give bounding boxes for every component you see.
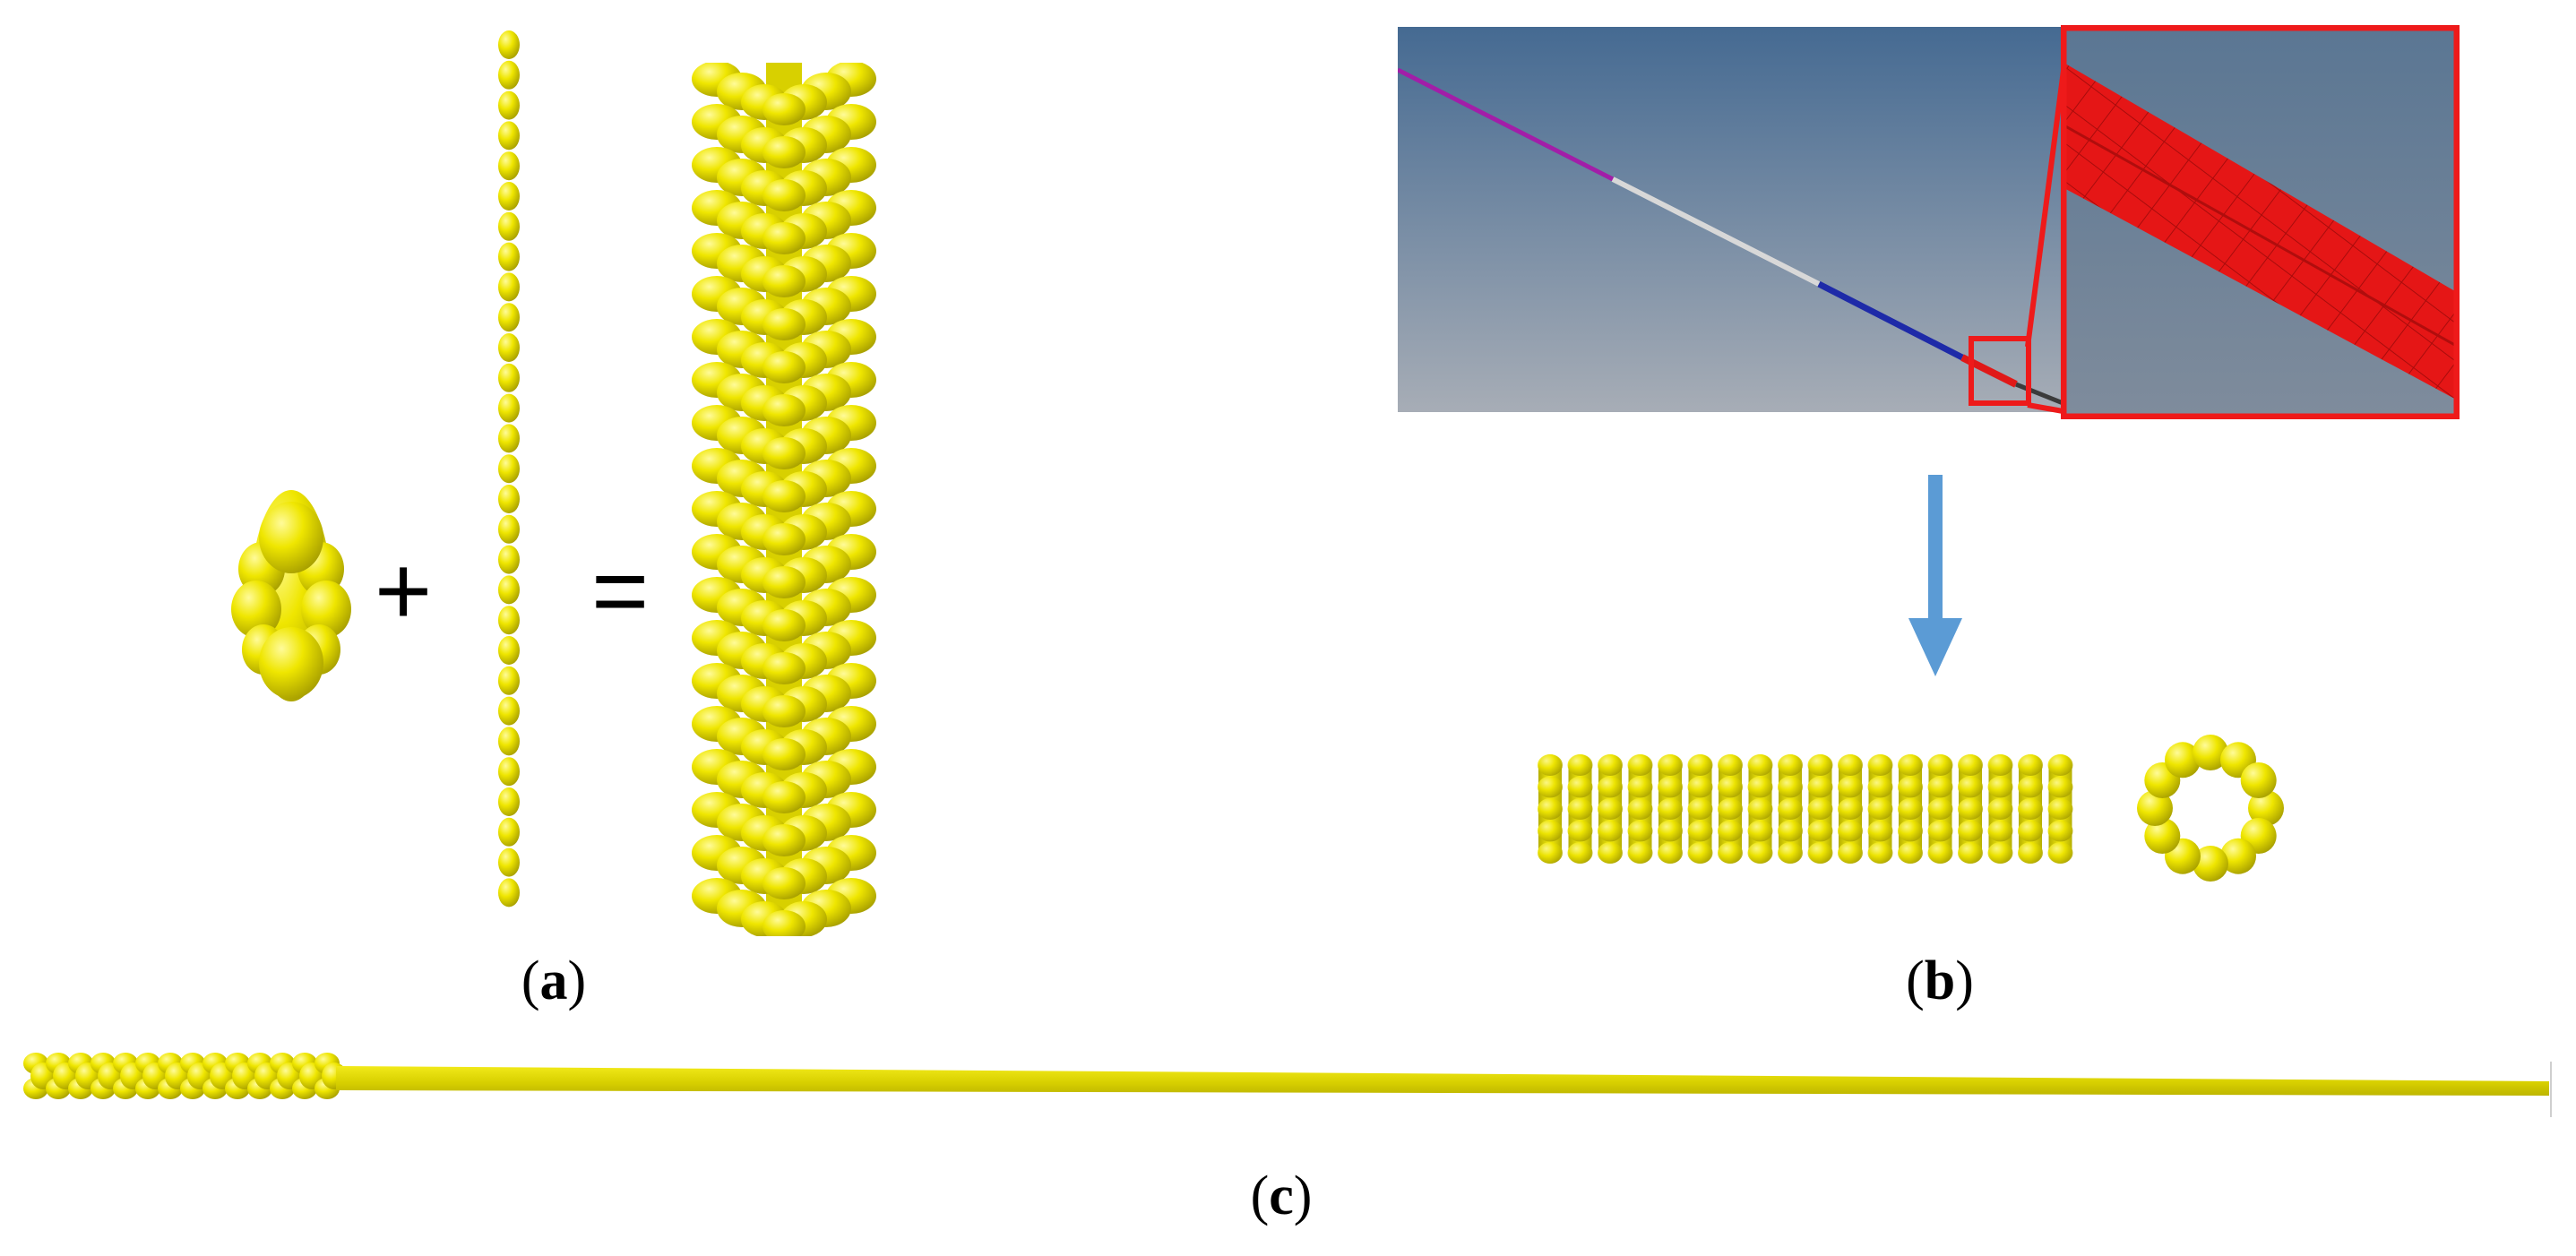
fiber-body <box>336 1066 2549 1096</box>
chain-bead <box>498 817 520 847</box>
ring-bead <box>2248 790 2284 826</box>
chain-bead <box>498 545 520 574</box>
bead-ring-side <box>1718 754 1743 864</box>
equals-sign: = <box>591 536 650 646</box>
bead-ring-side <box>1927 754 1953 864</box>
bead-ring-side <box>1687 754 1713 864</box>
fiber-layer <box>692 448 876 512</box>
fiber-layer <box>692 319 876 383</box>
bead-ring-side <box>1807 754 1833 864</box>
bead-ring-side <box>1567 754 1593 864</box>
fiber-layer <box>692 104 876 168</box>
fiber-layer <box>692 63 876 125</box>
chain-bead <box>498 757 520 787</box>
chain-bead <box>498 333 520 362</box>
chain-bead <box>498 606 520 635</box>
zoom-inset <box>2061 25 2460 419</box>
chain-bead <box>498 514 520 544</box>
panel-c: (c) <box>0 1030 2576 1256</box>
fiber-layer <box>692 749 876 813</box>
fiber-layer <box>692 362 876 426</box>
chain-bead <box>498 90 520 120</box>
bead-ring-side <box>1538 754 1563 864</box>
chain-bead <box>498 363 520 392</box>
ring-bead <box>2165 742 2201 779</box>
bead-ring-side <box>1867 754 1893 864</box>
bead-ring-side <box>1658 754 1683 864</box>
fiber-layer <box>692 663 876 727</box>
chain-bead <box>498 393 520 423</box>
bead-ring-top-view <box>2137 735 2284 882</box>
panel-a: + = (a) <box>0 0 986 1030</box>
chain-bead <box>498 485 520 513</box>
bead-ring-side <box>1838 754 1863 864</box>
fiber-layer <box>692 706 876 770</box>
fiber-layer <box>692 878 876 936</box>
chain-bead <box>498 787 520 816</box>
chain-bead <box>498 272 520 302</box>
fiber-layer <box>692 147 876 211</box>
down-arrow-icon <box>1908 475 1962 676</box>
chain-bead <box>498 666 520 695</box>
bead-ring-side <box>1958 754 1983 864</box>
ring-bead <box>2240 762 2277 798</box>
bead-ring-side <box>1778 754 1803 864</box>
bead-ring-side <box>2018 754 2043 864</box>
chain-bead <box>498 151 520 181</box>
chain-bead <box>498 211 520 241</box>
bead-ring-side <box>1598 754 1623 864</box>
fiber-head-layer <box>90 1053 123 1099</box>
fiber-layer <box>692 190 876 254</box>
chain-bead <box>498 303 520 332</box>
zoom-region-box <box>1969 336 2031 406</box>
ring-bead <box>2144 818 2181 854</box>
long-fiber <box>23 1053 2552 1117</box>
ring-bead <box>2193 735 2228 770</box>
bead-ring-side <box>2047 754 2073 864</box>
chain-bead <box>498 121 520 151</box>
fiber-layer <box>692 577 876 641</box>
caption-c: (c) <box>1250 1166 1313 1226</box>
chain-bead <box>498 242 520 271</box>
bead-cluster <box>231 490 351 701</box>
ring-bead <box>2193 846 2228 882</box>
chain-bead <box>498 454 520 484</box>
bead-ring-side <box>1987 754 2013 864</box>
chain-bead <box>498 847 520 877</box>
fiber-layer <box>692 405 876 469</box>
fiber-layer <box>692 276 876 340</box>
chain-bead <box>498 575 520 605</box>
bead-ring-side <box>1747 754 1773 864</box>
fiber-layer <box>692 620 876 684</box>
bead-chain <box>498 30 520 908</box>
ring-bead <box>2137 790 2173 826</box>
caption-b: (b) <box>1906 951 1974 1011</box>
assembled-fiber <box>692 63 876 936</box>
fiber-layer <box>692 233 876 297</box>
ring-bead <box>2220 838 2256 874</box>
chain-bead <box>498 878 520 908</box>
chain-bead <box>498 696 520 726</box>
fiber-layer <box>692 534 876 598</box>
chain-bead <box>498 424 520 453</box>
fiber-layer <box>692 835 876 899</box>
bead-ring-side <box>1627 754 1653 864</box>
caption-a: (a) <box>521 951 587 1011</box>
chain-bead <box>498 60 520 90</box>
panel-b: (b) <box>1344 0 2576 1030</box>
chain-bead <box>498 30 520 59</box>
chain-bead <box>498 636 520 665</box>
plus-sign: + <box>375 536 433 646</box>
bead-ring-stack-side-view <box>1538 754 2073 864</box>
fiber-layer <box>692 792 876 856</box>
chain-bead <box>498 727 520 756</box>
chain-bead <box>498 182 520 211</box>
fiber-layer <box>692 491 876 555</box>
bead-ring-side <box>1898 754 1923 864</box>
